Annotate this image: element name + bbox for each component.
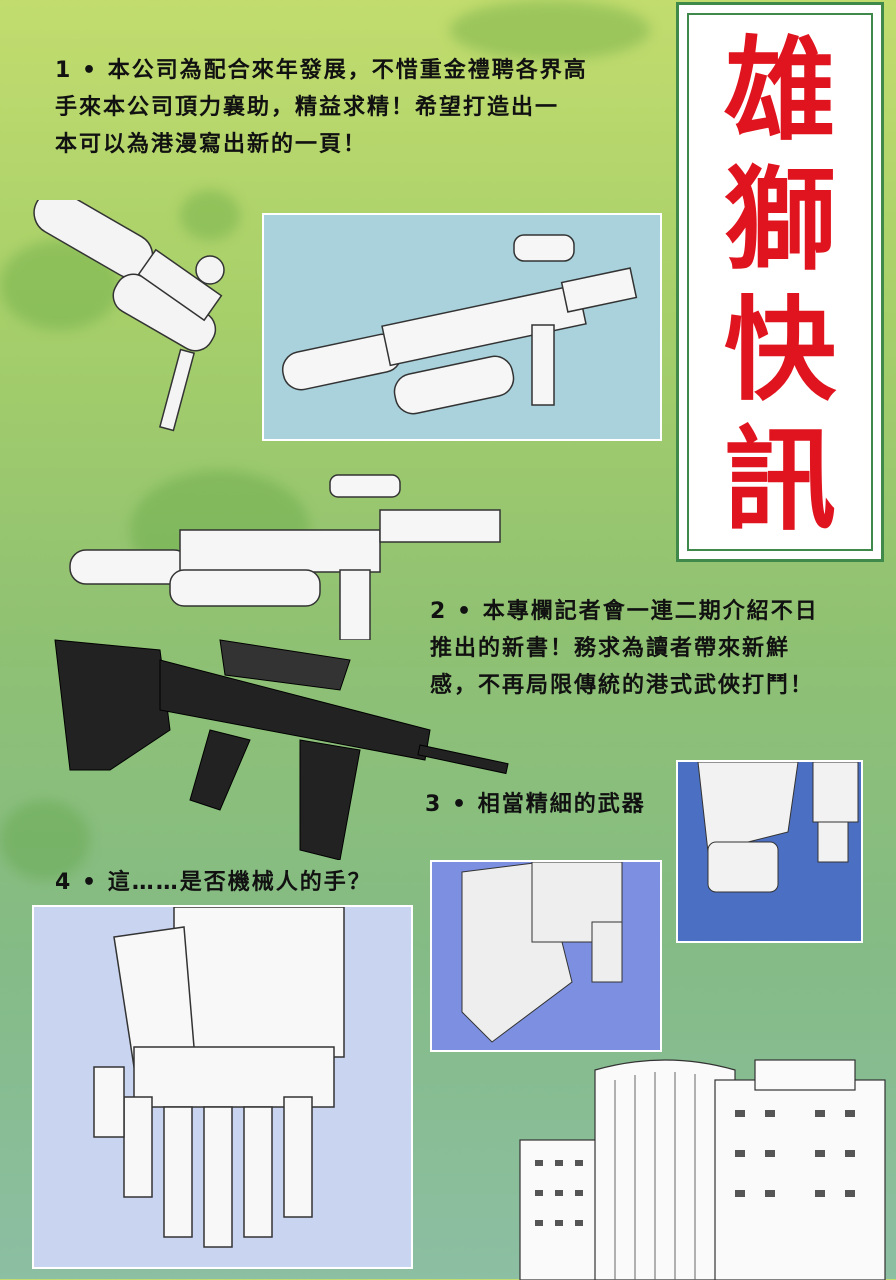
robot-hand-illustration	[697, 762, 859, 893]
rifle-illustration	[281, 234, 638, 415]
title-char: 訊	[724, 416, 836, 546]
rifle-photo-black	[54, 639, 509, 860]
item-3-text: 3 • 相當精細的武器	[425, 792, 646, 817]
text-line: 推出的新書！務求為讀者帶來新鮮	[430, 636, 791, 661]
robot-hand-panel-blue	[676, 760, 863, 943]
rifle-illustration-side	[69, 474, 501, 640]
title-inner-border: 雄 獅 快 訊	[687, 13, 873, 551]
title-char: 雄	[724, 26, 836, 156]
robot-hand-illustration	[93, 907, 345, 1248]
text-line: 本可以為港漫寫出新的一頁！	[55, 132, 368, 157]
item-2-text: 2 • 本專欄記者會一連二期介紹不日 推出的新書！務求為讀者帶來新鮮 感，不再局…	[430, 593, 819, 704]
building-illustration	[519, 1059, 886, 1280]
title-banner: 雄 獅 快 訊	[676, 2, 884, 562]
item-4-text: 4 • 這……是否機械人的手？	[55, 870, 372, 895]
text-line: 感，不再局限傳統的港式武俠打鬥！	[430, 673, 815, 698]
text-line: 手來本公司頂力襄助，精益求精！希望打造出一	[55, 95, 560, 120]
item-1-text: 1 • 本公司為配合來年發展，不惜重金禮聘各界高 手來本公司頂力襄助，精益求精！…	[55, 52, 588, 163]
rifle-panel	[262, 213, 662, 441]
title-char: 獅	[724, 156, 836, 286]
text-line: 2 • 本專欄記者會一連二期介紹不日	[430, 599, 819, 624]
robot-hand-panel-large	[32, 905, 413, 1269]
robot-hand-panel-violet	[430, 860, 662, 1052]
rifle-illustration-angled	[33, 200, 225, 432]
text-line: 1 • 本公司為配合來年發展，不惜重金禮聘各界高	[55, 58, 588, 83]
robot-hand-illustration	[461, 862, 623, 1043]
title-char: 快	[724, 286, 836, 416]
